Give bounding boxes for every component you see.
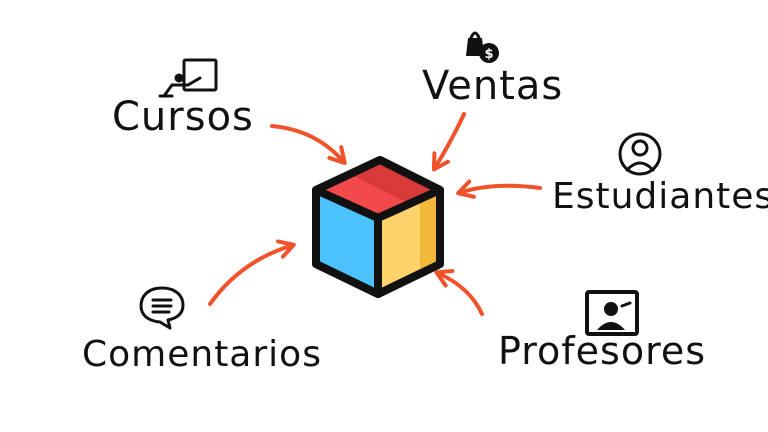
shopping-bag-dollar-icon: $ bbox=[466, 31, 499, 63]
cube-top-shade bbox=[350, 160, 440, 204]
arrow-ventas bbox=[431, 112, 466, 172]
teacher-portrait-icon bbox=[585, 290, 639, 336]
arrow-profesores bbox=[434, 268, 484, 316]
node-label-ventas: Ventas bbox=[422, 63, 563, 109]
presentation-board-icon bbox=[158, 58, 218, 98]
arrow-estudiantes bbox=[456, 179, 542, 199]
arrow-cursos bbox=[270, 124, 347, 165]
node-label-estudiantes: Estudiantes bbox=[552, 176, 768, 217]
chat-bubble-icon bbox=[139, 286, 185, 330]
node-label-comentarios: Comentarios bbox=[82, 334, 322, 375]
node-label-cursos: Cursos bbox=[112, 94, 254, 140]
arrow-comentarios bbox=[208, 239, 296, 306]
cube-outline bbox=[312, 156, 444, 298]
node-label-profesores: Profesores bbox=[498, 329, 706, 373]
arrows bbox=[208, 112, 542, 316]
cube-icon bbox=[312, 156, 444, 298]
svg-text:$: $ bbox=[484, 47, 493, 62]
user-circle-icon bbox=[618, 132, 662, 176]
cube-right-shade bbox=[420, 190, 440, 274]
